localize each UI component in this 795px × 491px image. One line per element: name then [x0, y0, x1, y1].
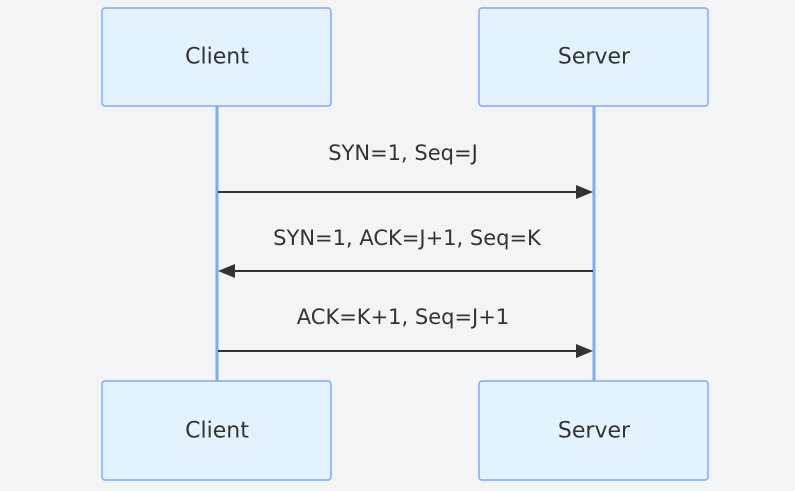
message-syn: SYN=1, Seq=J [218, 141, 593, 199]
message-ack-arrowhead [576, 344, 593, 358]
server-label-bottom: Server [558, 419, 631, 444]
server-actor-bottom: Server [478, 380, 709, 481]
message-syn-arrowhead [576, 185, 593, 199]
client-box-top [101, 7, 332, 107]
client-label-top: Client [185, 45, 249, 70]
message-syn-ack-label: SYN=1, ACK=J+1, Seq=K [273, 226, 542, 250]
client-box-bottom [101, 380, 332, 481]
message-ack: ACK=K+1, Seq=J+1 [218, 305, 593, 358]
client-actor-bottom: Client [101, 380, 332, 481]
server-actor-top: Server [478, 7, 709, 107]
server-box-bottom [478, 380, 709, 481]
message-ack-label: ACK=K+1, Seq=J+1 [297, 305, 509, 329]
message-syn-label: SYN=1, Seq=J [328, 141, 478, 165]
server-label-top: Server [558, 45, 631, 70]
message-syn-ack: SYN=1, ACK=J+1, Seq=K [218, 226, 593, 278]
client-label-bottom: Client [185, 419, 249, 444]
server-box-top [478, 7, 709, 107]
message-syn-ack-arrowhead [218, 264, 235, 278]
client-actor-top: Client [101, 7, 332, 107]
